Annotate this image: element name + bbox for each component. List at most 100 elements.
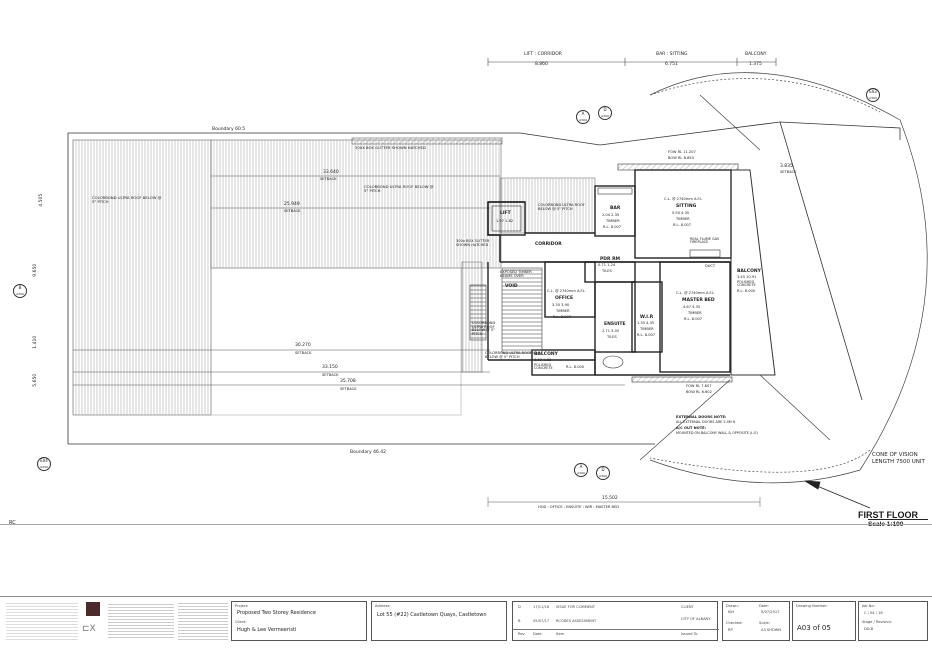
- room-wir-name: W.I.R: [640, 315, 654, 320]
- rev-1-date: 17/11/16: [533, 605, 550, 609]
- address-box: Address: Lot 55 (#22) Castletown Quays, …: [371, 601, 507, 641]
- room-balcony-front-level: R.L. 8.000: [566, 365, 585, 369]
- client-name: Hugh & Lee Vermeeristi: [237, 627, 297, 633]
- dim-lift-corridor-value: 8.860: [535, 62, 548, 67]
- left-dim-2: 9.650: [33, 263, 39, 277]
- drawn-label: Drawn:: [726, 604, 739, 608]
- rev-1-rev: D: [518, 605, 521, 609]
- balcony-top-wall: [617, 163, 739, 171]
- room-master-material: TIMBER: [688, 311, 702, 315]
- roof-note-left: COLORBOND ULTRA ROOF BELOW @ 5° PITCH: [92, 195, 162, 204]
- dim-balcony-label: BALCONY: [745, 52, 767, 57]
- left-dim-1: 4.505: [39, 193, 45, 207]
- bottom-dim-value: 15.502: [602, 496, 618, 501]
- room-ensuite-material: TILES: [607, 335, 617, 339]
- room-lift-name: LIFT: [500, 211, 511, 216]
- note-bow-bottom: BOW RL 6.602: [686, 390, 712, 394]
- setback-2-value: 25.949: [284, 202, 300, 207]
- note-fow-top: FOW RL 11.207: [668, 150, 696, 154]
- stage-label: Stage / Revision:: [862, 620, 893, 624]
- roof-note-upper: COLORBOND ULTRA ROOF BELOW @ 5° PITCH: [364, 184, 434, 193]
- boundary-bottom-label: Boundary 46.42: [350, 450, 386, 455]
- lift-shaft: [491, 205, 522, 232]
- rev-header-rev: Rev: [518, 632, 525, 636]
- note-external-doors-body: ALL EXTERNAL DOORS ARE 2.4M H: [676, 420, 736, 424]
- setback-right-label: SETBACK: [780, 170, 797, 174]
- setback-1-value: 33.640: [323, 170, 339, 175]
- room-wir-dims: 1.35 4.35: [637, 321, 655, 325]
- note-fow-bottom: FOW RL 7.807: [686, 384, 712, 388]
- room-bar-material: TIMBER: [606, 219, 620, 223]
- company-logo: [6, 602, 78, 640]
- room-balcony-right-name: BALCONY: [737, 269, 761, 274]
- room-wir-level: R.L. 8.007: [637, 333, 656, 337]
- room-void-name: VOID: [505, 284, 518, 289]
- setback-5-label: SETBACK: [340, 387, 357, 391]
- room-sitting-name: SITTING: [676, 204, 697, 209]
- box-gutter: [351, 137, 503, 145]
- room-balcony-right-material: POLISHED CONCRETE: [737, 280, 756, 288]
- revision-box: D 17/11/16 ISSUE FOR COMMENT B 05/07/17 …: [512, 601, 719, 641]
- boundary-top-label: Boundary 60.5: [212, 127, 246, 132]
- drawn-value: KJH: [728, 610, 735, 614]
- scale-value: A3 SHOWN: [761, 628, 781, 632]
- address-label: Address:: [375, 604, 391, 608]
- room-sitting-dims: 5.50 4.35: [672, 211, 690, 215]
- bar-bench: [597, 187, 633, 195]
- room-pdr-material: TILES: [602, 269, 612, 273]
- client-column: CLIENT: [681, 605, 694, 609]
- room-bar-dims: 2.04 2.35: [602, 213, 620, 217]
- scale-label: Scale:: [759, 621, 770, 625]
- project-name: Proposed Two Storey Residence: [237, 610, 316, 616]
- north-arrow: [804, 480, 871, 509]
- rev-header-item: Item: [556, 632, 565, 636]
- drawing-number-value: A03 of 05: [797, 624, 831, 632]
- rev-1-item: ISSUE FOR COMMENT: [556, 605, 595, 609]
- address-value: Lot 55 (#22) Castletown Quays, Castletow…: [377, 612, 487, 618]
- company-details: [108, 602, 174, 638]
- site-boundary: [67, 121, 901, 445]
- room-sitting-material: TIMBER: [676, 217, 690, 221]
- top-dimension-line: [487, 58, 777, 66]
- drawing-number-box: Drawing Number: A03 of 05: [792, 601, 856, 641]
- gutter-note-1: 300X BOX GUTTER SHOWN HATCHED: [355, 145, 426, 150]
- room-office-name: OFFICE: [555, 296, 574, 301]
- left-dim-3: 1.410: [33, 335, 39, 349]
- job-number-label: Job No:: [862, 604, 875, 608]
- room-master-level: R.L. 8.007: [684, 317, 703, 321]
- void-stair: [501, 267, 543, 354]
- checked-value: RP: [728, 628, 733, 632]
- roof-area-left: [72, 139, 212, 416]
- checked-label: Checked:: [726, 621, 743, 625]
- room-lift-dims: 1.97 1.82: [496, 219, 514, 223]
- roof-note-mid: COLORBOND ULTRA ROOF BELOW @ 5° PITCH: [538, 203, 585, 211]
- title-block-rule: [0, 596, 932, 597]
- cone-of-vision-label: CONE OF VISION: [872, 452, 918, 458]
- rev-2-item: RCODES ASSESSMENT: [556, 619, 597, 623]
- setback-1-label: SETBACK: [320, 177, 337, 181]
- note-ac-title: A/C OUT NOTE:: [676, 426, 707, 430]
- note-duct: DUCT: [705, 264, 716, 268]
- room-office-dims: 3.30 3.90: [552, 303, 570, 307]
- setback-lines: [73, 175, 761, 507]
- dim-bar-sitting-label: BAR : SITTING: [656, 52, 688, 57]
- roof-area-upper: [210, 139, 502, 269]
- logo-cx: ⊏X: [82, 624, 96, 634]
- room-master-ceiling: C.L. @ 2740mm A.F.L: [676, 291, 715, 295]
- fireplace: [689, 249, 721, 258]
- date-value: 5/07/2017: [761, 610, 780, 614]
- room-balcony-front-dims: 3.62 1.83: [534, 358, 552, 362]
- date-label: Date:: [759, 604, 769, 608]
- setback-4-value: 33.150: [322, 365, 338, 370]
- rev-2-date: 05/07/17: [533, 619, 550, 623]
- title-block: ⊏X Project: Proposed Two Storey Residenc…: [0, 596, 932, 656]
- setback-3-value: 30.270: [295, 343, 311, 348]
- drawing-title: FIRST FLOOR: [858, 510, 918, 520]
- room-wir-material: TIMBER: [640, 327, 654, 331]
